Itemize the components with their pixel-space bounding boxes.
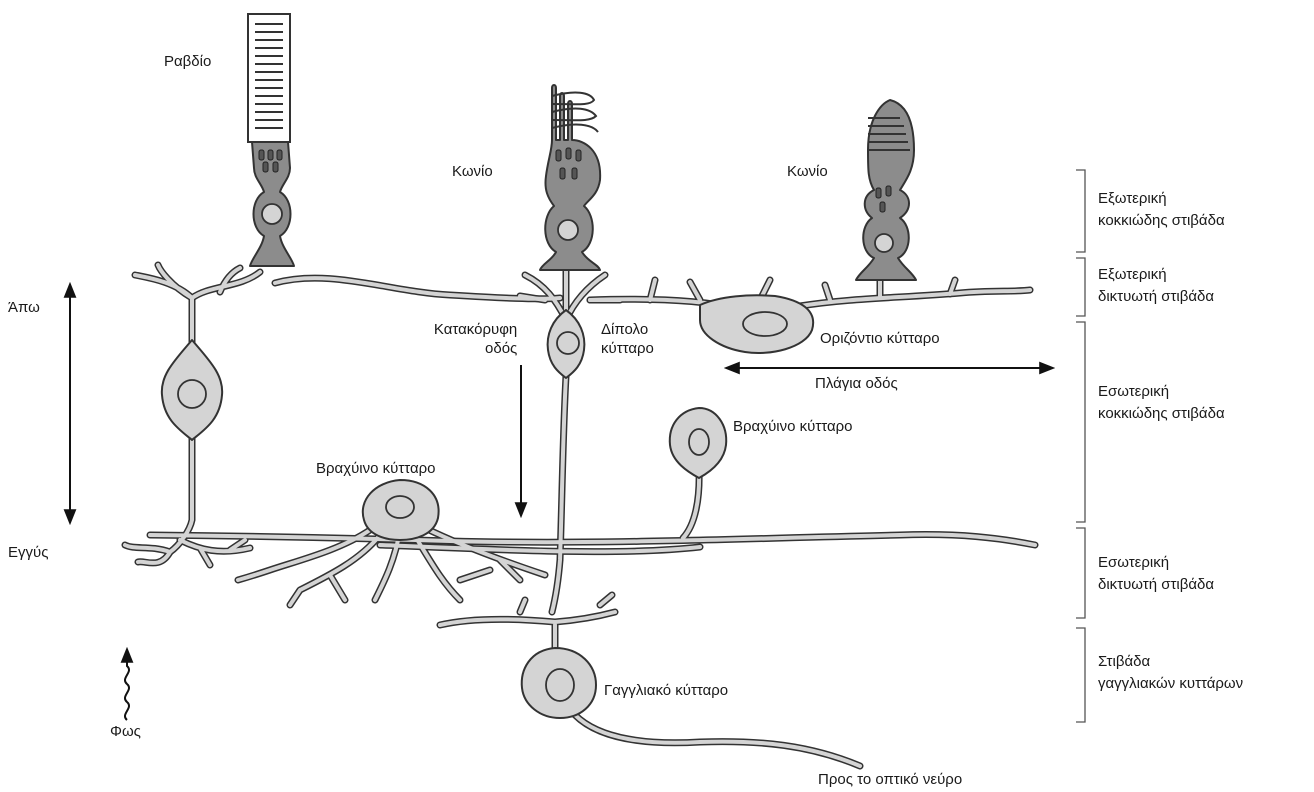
bipolar-cell-label: Δίπολο κύτταρο [601, 320, 654, 358]
light-label: Φως [110, 722, 141, 741]
cone-photoreceptor-1 [540, 85, 600, 270]
far-label: Άπω [8, 298, 40, 317]
rod-photoreceptor [248, 14, 294, 266]
near-label: Εγγύς [8, 543, 48, 562]
optic-nerve-label: Προς το οπτικό νεύρο [818, 770, 962, 789]
cone-2-label: Κωνίο [787, 162, 828, 181]
light-wavy-arrow [125, 650, 129, 720]
amacrine-left-label: Βραχύινο κύτταρο [316, 459, 436, 478]
layer-brackets [1076, 170, 1085, 722]
vertical-pathway-label: Κατακόρυφη οδός [412, 320, 517, 358]
ganglion-cell-label: Γαγγλιακό κύτταρο [604, 681, 728, 700]
cone-1-label: Κωνίο [452, 162, 493, 181]
lateral-pathway-label: Πλάγια οδός [815, 374, 898, 393]
amacrine-right-label: Βραχύινο κύτταρο [733, 417, 853, 436]
rod-label: Ραβδίο [164, 52, 211, 71]
cone-photoreceptor-2 [856, 100, 916, 280]
horizontal-cell-label: Οριζόντιο κύτταρο [820, 329, 940, 348]
